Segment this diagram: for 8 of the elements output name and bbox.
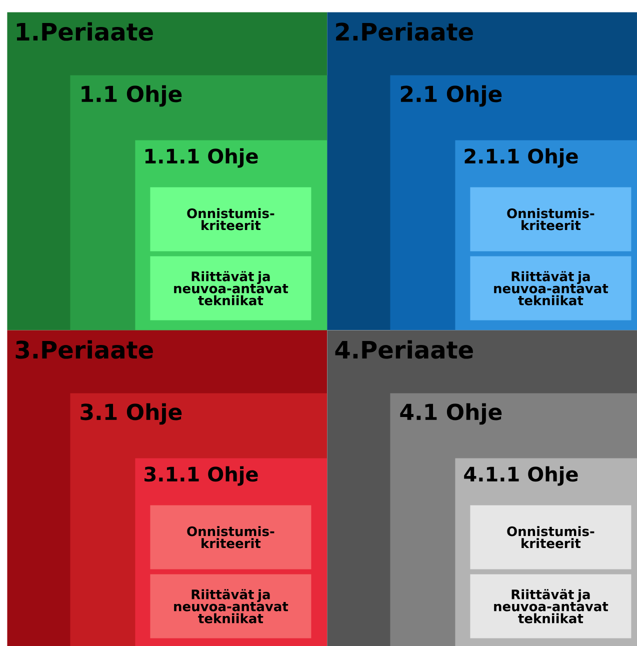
criterion-box: Onnistumis-kriteerit — [150, 505, 312, 570]
criterion-box: Riittävät ja neuvoa-antavat tekniikat — [470, 574, 632, 638]
criterion-box: Riittävät ja neuvoa-antavat tekniikat — [150, 574, 312, 638]
criterion-box: Onnistumis-kriteerit — [150, 187, 312, 252]
criterion-box: Riittävät ja neuvoa-antavat tekniikat — [470, 256, 632, 320]
criterion-box: Onnistumis-kriteerit — [470, 187, 632, 252]
criterion-box: Riittävät ja neuvoa-antavat tekniikat — [150, 256, 312, 320]
criterion-box: Onnistumis-kriteerit — [470, 505, 632, 570]
